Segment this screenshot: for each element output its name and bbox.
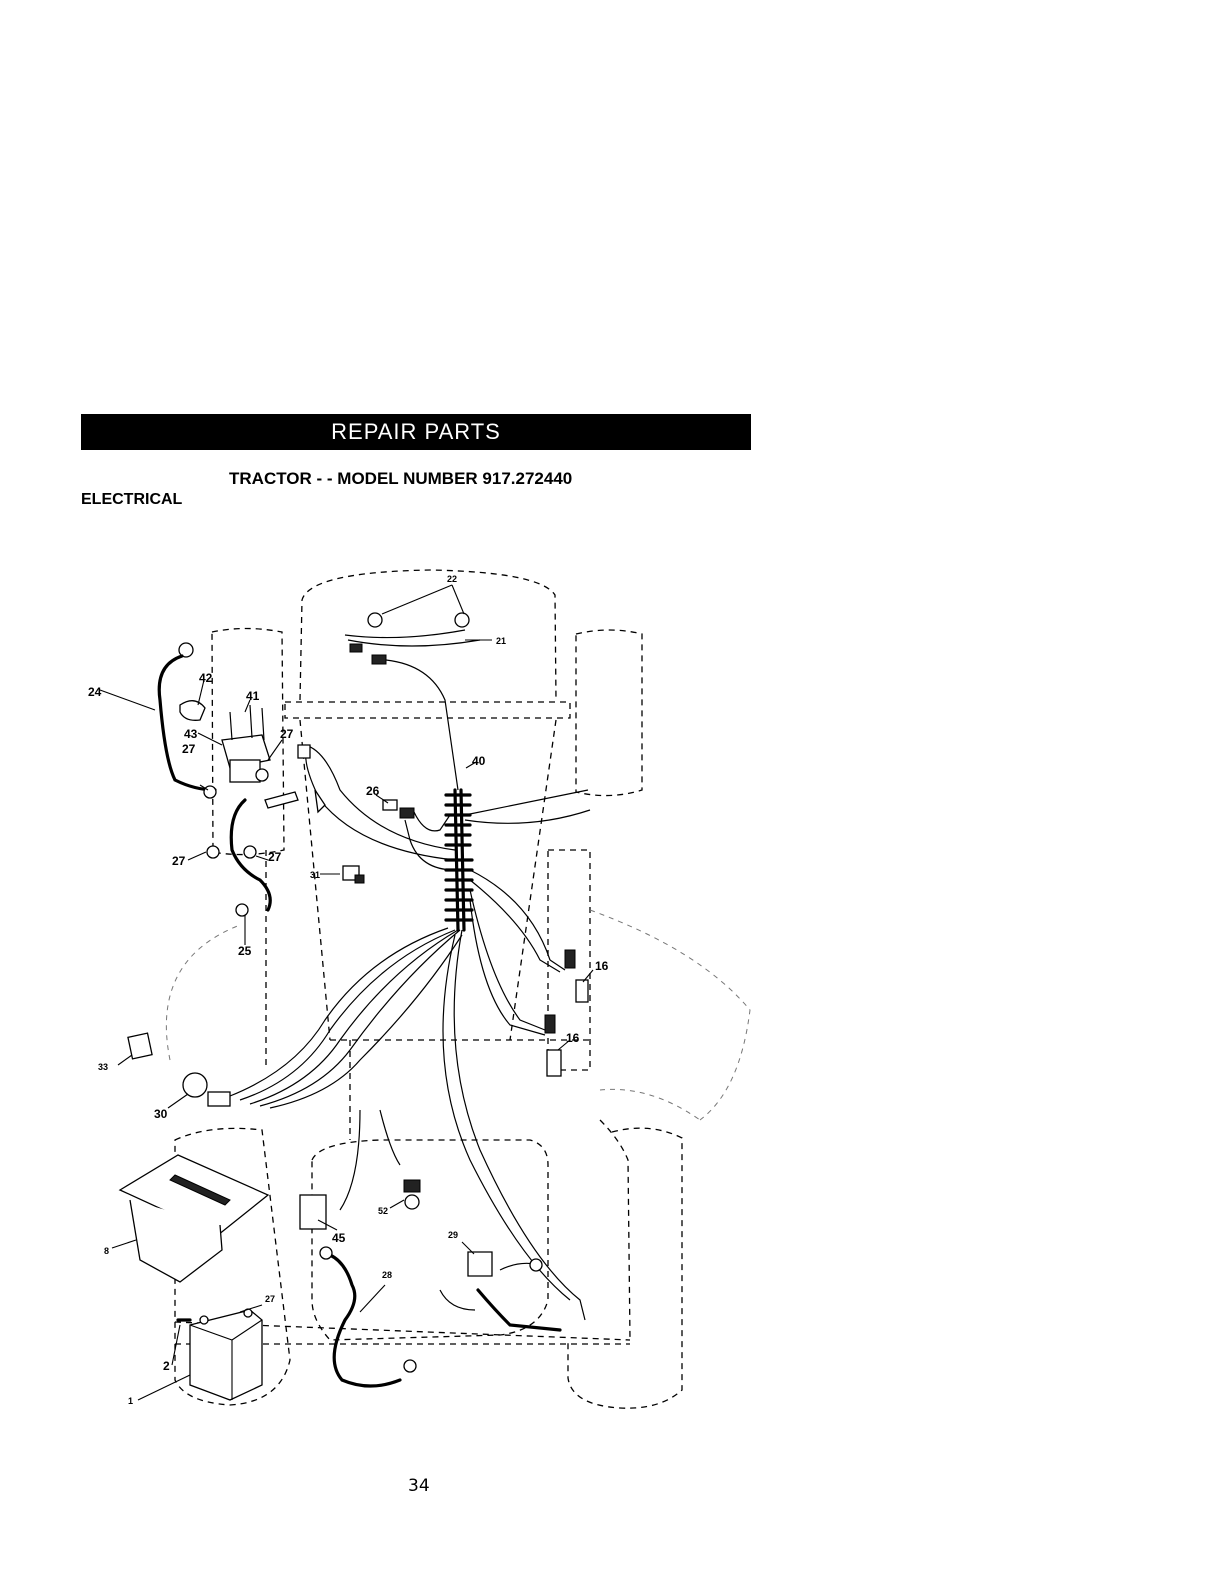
boot-42 xyxy=(179,700,206,721)
nut-27a xyxy=(203,785,217,799)
nut-27c xyxy=(206,845,220,859)
ground-52 xyxy=(404,1194,420,1210)
callout-27c: 27 xyxy=(172,854,186,868)
callout-1: 1 xyxy=(128,1396,133,1406)
headlight-left xyxy=(367,612,383,628)
cable-eyelet-25 xyxy=(235,903,249,917)
callout-43: 43 xyxy=(184,727,198,741)
callout-2: 2 xyxy=(163,1359,170,1373)
connector-26a xyxy=(382,799,398,811)
callout-21: 21 xyxy=(496,636,506,646)
callout-30: 30 xyxy=(154,1107,168,1121)
connector-52 xyxy=(403,1179,421,1193)
seat-switch-29 xyxy=(467,1251,493,1277)
ignition-plug xyxy=(207,1091,231,1107)
battery-terminal-a xyxy=(199,1315,209,1325)
model-title: TRACTOR - - MODEL NUMBER 917.272440 xyxy=(229,469,573,488)
headlight-assembly xyxy=(344,584,492,791)
battery-cable-24 xyxy=(157,654,217,792)
light-switch-45 xyxy=(299,1194,327,1230)
frame-inner-right xyxy=(509,719,557,1041)
front-right-wheel xyxy=(575,629,643,797)
cable-25 xyxy=(229,798,272,912)
section-banner: REPAIR PARTS xyxy=(81,414,751,450)
bracket-33 xyxy=(127,1032,153,1060)
clip xyxy=(314,789,326,814)
callout-16b: 16 xyxy=(566,1031,580,1045)
callout-45: 45 xyxy=(332,1231,346,1245)
frame-inner-left xyxy=(299,719,331,1041)
ignition-switch-30 xyxy=(182,1072,208,1098)
section-label: ELECTRICAL xyxy=(81,491,183,508)
callout-26: 26 xyxy=(366,784,380,798)
relay-31-plug xyxy=(354,874,365,884)
deck-outline xyxy=(165,909,751,1121)
rear-axle-outline xyxy=(174,1321,631,1345)
callout-27e: 27 xyxy=(265,1294,275,1304)
fuse-holder xyxy=(264,791,299,809)
page-number: 34 xyxy=(408,1476,430,1496)
main-harness xyxy=(229,744,591,1321)
switch-16a xyxy=(575,979,589,1003)
callout-27d: 27 xyxy=(268,850,282,864)
leaders xyxy=(99,679,594,1401)
callout-27a: 27 xyxy=(182,742,196,756)
harness-tail xyxy=(476,1288,562,1332)
seat-pan-outline xyxy=(311,1139,549,1341)
right-fender-panel xyxy=(547,849,591,1071)
callout-40: 40 xyxy=(472,754,486,768)
rear-right-wheel xyxy=(567,1127,683,1409)
switch-16b xyxy=(546,1049,562,1077)
front-left-wheel xyxy=(211,627,285,856)
solenoid-group xyxy=(157,642,326,917)
leader-22b xyxy=(451,584,465,615)
cable-eyelet-28a xyxy=(319,1246,333,1260)
nut-27b xyxy=(255,768,269,782)
callout-27b: 27 xyxy=(280,727,294,741)
callout-52: 52 xyxy=(378,1206,388,1216)
callout-24: 24 xyxy=(88,685,102,699)
callout-16a: 16 xyxy=(595,959,609,973)
tray-stripes xyxy=(169,1174,231,1206)
rear-left-wheel xyxy=(174,1127,291,1406)
solenoid-body xyxy=(229,759,261,783)
callout-29: 29 xyxy=(448,1230,458,1240)
leader-22a xyxy=(381,584,453,615)
ground-eyelet xyxy=(529,1258,543,1272)
callout-31: 31 xyxy=(310,870,320,880)
callout-22: 22 xyxy=(447,574,457,584)
connectors xyxy=(127,799,589,1332)
connector-26b xyxy=(399,807,415,819)
harness-coil-40 xyxy=(444,793,474,922)
headlight-plug-b xyxy=(371,654,387,665)
hood-outline xyxy=(299,569,557,701)
cable-28 xyxy=(328,1253,402,1388)
callout-41: 41 xyxy=(246,689,260,703)
front-axle-outline xyxy=(284,701,571,719)
cable-eyelet-28b xyxy=(403,1359,417,1373)
battery-group xyxy=(118,1154,417,1401)
battery-tray-box xyxy=(129,1199,223,1283)
tractor-outline xyxy=(165,569,751,1409)
battery-cable-eyelet-24 xyxy=(178,642,194,658)
callout-42: 42 xyxy=(199,671,213,685)
connector-27e xyxy=(297,744,311,759)
battery-1 xyxy=(189,1309,263,1401)
callout-25: 25 xyxy=(238,944,252,958)
callout-labels: 22 21 24 42 41 43 27 27 26 40 27 27 31 2… xyxy=(88,574,609,1406)
nut-27d xyxy=(243,845,257,859)
fender-arc xyxy=(599,1119,631,1341)
headlight-plug-a xyxy=(349,643,363,653)
headlight-right xyxy=(454,612,470,628)
callout-28: 28 xyxy=(382,1270,392,1280)
connector-16a-plug xyxy=(564,949,576,969)
callout-33: 33 xyxy=(98,1062,108,1072)
connector-16b-plug xyxy=(544,1014,556,1034)
callout-8: 8 xyxy=(104,1246,109,1256)
